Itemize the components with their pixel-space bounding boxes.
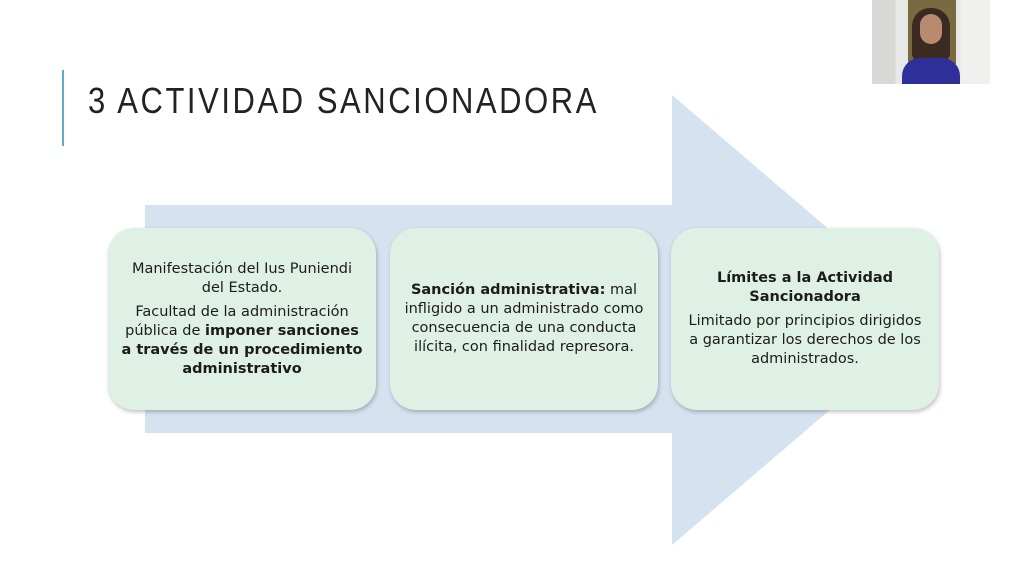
webcam-participant-video[interactable] [872, 0, 990, 84]
box2-bold: Sanción administrativa: [410, 282, 606, 298]
box1-line2: Facultad de la administración pública de… [120, 303, 364, 379]
slide-title: 3 ACTIVIDAD SANCIONADORA [88, 80, 599, 121]
box-sancion-administrativa: Sanción administrativa: mal infligido a … [390, 228, 658, 410]
box1-line2-bold: imponer sanciones a través de un procedi… [121, 322, 363, 377]
box1-line1: Manifestación del Ius Puniendi del Estad… [131, 260, 353, 296]
box-ius-puniendi: Manifestación del Ius Puniendi del Estad… [108, 228, 376, 410]
box2-normal: mal infligido a un administrado como con… [404, 282, 644, 355]
box3-body: Limitado por principios dirigidos a gara… [688, 313, 922, 367]
title-accent-line [62, 70, 64, 146]
box2-text: Sanción administrativa: mal infligido a … [402, 281, 646, 357]
box1-line2-normal: Facultad de la administración pública de [125, 303, 349, 339]
participant-body [902, 58, 960, 84]
participant-face [920, 14, 942, 44]
box3-heading: Límites a la Actividad Sancionadora [716, 270, 894, 305]
box-limites: Límites a la Actividad Sancionadora Limi… [671, 228, 939, 410]
